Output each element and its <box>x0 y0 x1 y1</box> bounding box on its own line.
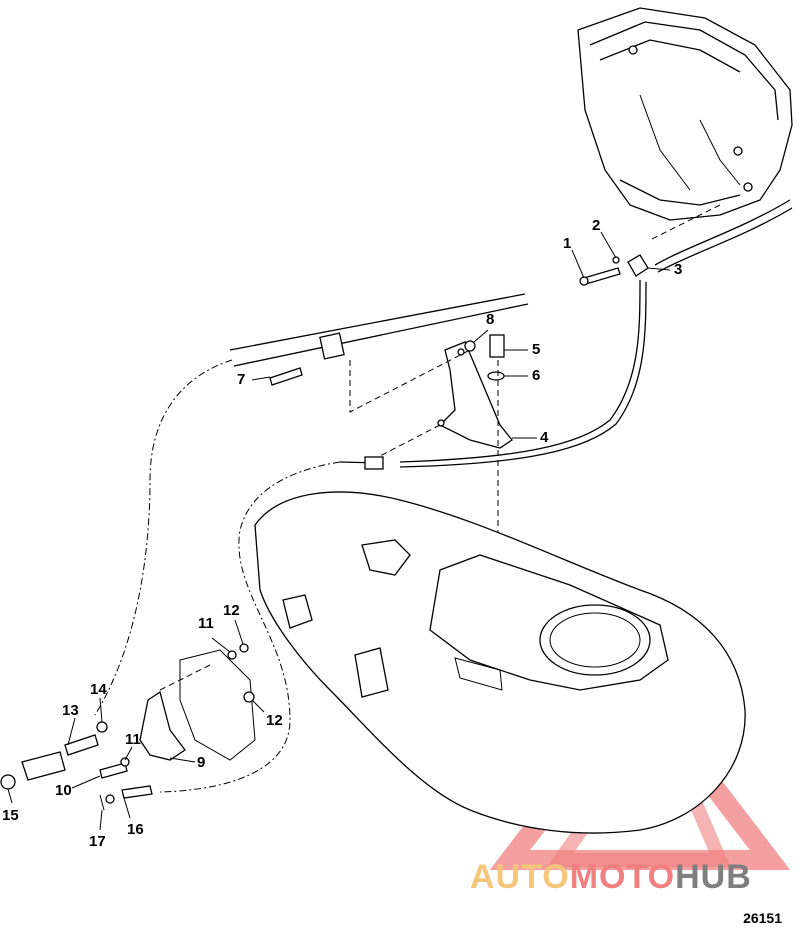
cable-clamp <box>579 254 649 286</box>
callout-12b: 12 <box>266 712 283 729</box>
callout-13: 13 <box>62 702 79 719</box>
callout-3: 3 <box>674 261 683 278</box>
figure-id: 26151 <box>743 910 782 926</box>
callout-16: 16 <box>127 821 144 838</box>
lower-housing <box>254 491 746 834</box>
cable-end <box>339 456 384 470</box>
callout-9: 9 <box>197 754 206 771</box>
watermark-part2: MOTO <box>569 858 676 896</box>
callout-7: 7 <box>237 371 246 388</box>
throttle-cable <box>229 293 529 386</box>
callout-4: 4 <box>540 429 549 446</box>
callout-6: 6 <box>532 367 541 384</box>
callout-15: 15 <box>2 807 19 824</box>
callout-17: 17 <box>89 833 106 850</box>
leader-lines <box>7 231 671 831</box>
shift-cable <box>399 199 793 468</box>
watermark-part1: AUTO <box>470 858 570 896</box>
callout-5: 5 <box>532 341 541 358</box>
callout-2: 2 <box>592 217 601 234</box>
watermark-text: AUTOMOTOHUB <box>470 858 752 897</box>
callout-8: 8 <box>486 311 495 328</box>
callout-10: 10 <box>55 782 72 799</box>
bracket <box>437 334 513 449</box>
callout-14: 14 <box>90 681 107 698</box>
callout-12a: 12 <box>223 602 240 619</box>
callout-11a: 11 <box>125 731 141 748</box>
watermark-part3: HUB <box>675 858 752 896</box>
cowl-part <box>577 7 793 241</box>
lower-bracket-assembly <box>0 643 256 811</box>
callout-1: 1 <box>563 235 572 252</box>
callout-11b: 11 <box>198 615 214 632</box>
